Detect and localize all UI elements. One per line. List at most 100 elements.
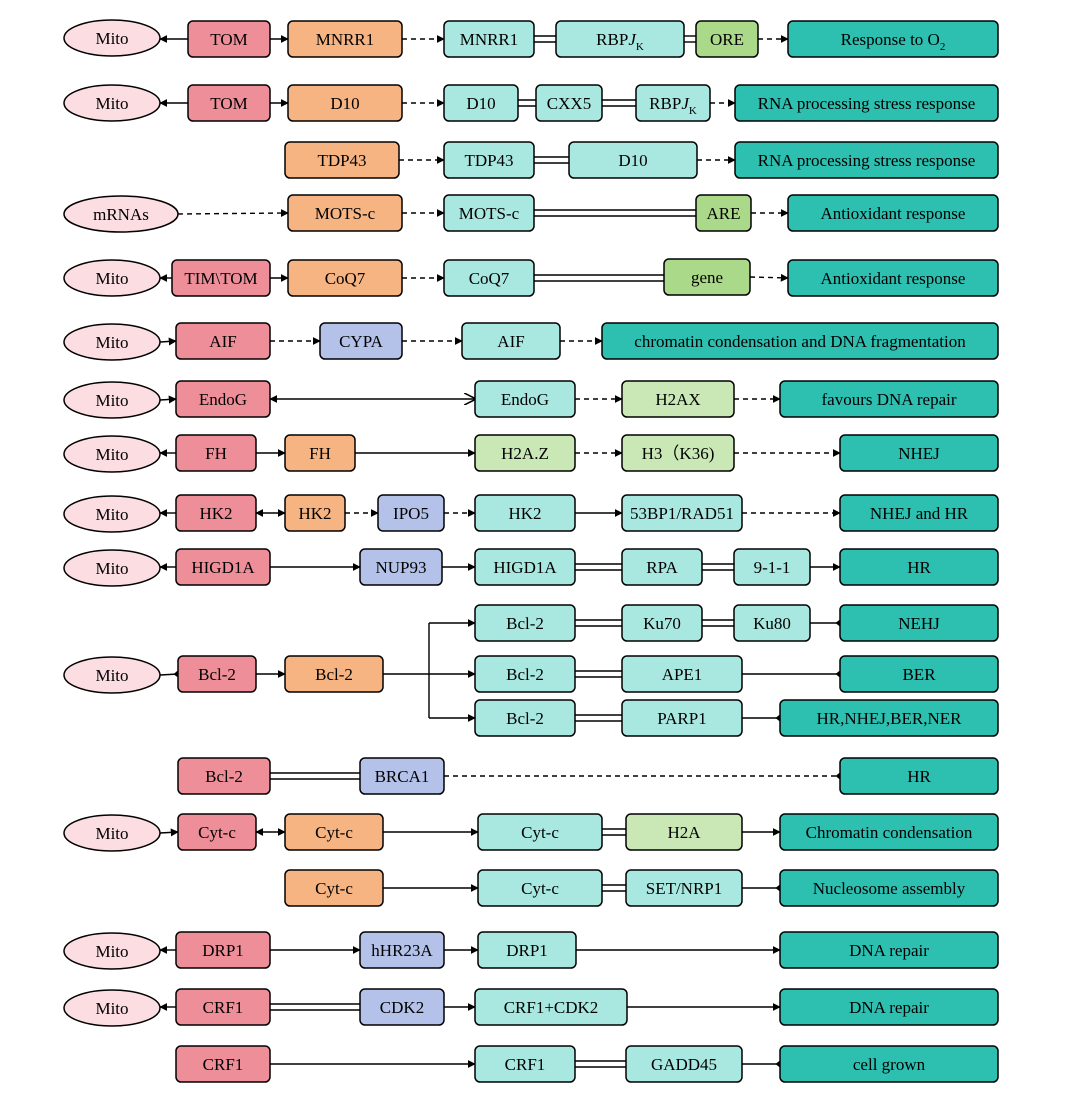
node-are: ARE (695, 194, 752, 232)
node-label: D10 (330, 94, 359, 113)
node-shape (474, 494, 576, 532)
node-mito: Mito (63, 495, 161, 533)
node-hk2-orange: HK2 (284, 494, 346, 532)
node-tim-tom: TIM\TOM (171, 259, 271, 297)
node-shape (287, 259, 403, 297)
node-shape (787, 20, 999, 58)
node-shape (443, 84, 519, 122)
node-label: DRP1 (202, 941, 244, 960)
node-shape (187, 20, 271, 58)
node-label: EndoG (501, 390, 549, 409)
node-nucleosome-assembly: Nucleosome assembly (779, 869, 999, 907)
node-shape (839, 548, 999, 586)
node-label: Bcl-2 (506, 614, 544, 633)
node-label: IPO5 (393, 504, 429, 523)
node-gadd45: GADD45 (625, 1045, 743, 1083)
node-crf1-cdk2: CRF1+CDK2 (474, 988, 628, 1026)
node-label: H2AX (655, 390, 700, 409)
node-label: NHEJ (898, 444, 940, 463)
node-tom: TOM (187, 20, 271, 58)
node-label: chromatin condensation and DNA fragmenta… (634, 332, 966, 351)
node-shape (839, 604, 999, 642)
node-shape (175, 322, 271, 360)
node-label: CRF1 (203, 998, 244, 1017)
node-ipo5: IPO5 (377, 494, 445, 532)
node-label: Cyt-c (315, 823, 353, 842)
node-label: CRF1 (505, 1055, 546, 1074)
node-cypa: CYPA (319, 322, 403, 360)
node-label: Mito (95, 269, 128, 288)
node-mnrr1: MNRR1 (443, 20, 535, 58)
node-cyt-c: Cyt-c (477, 869, 603, 907)
node-fh-orange: FH (284, 434, 356, 472)
node-shape (63, 195, 179, 233)
node-shape (839, 757, 999, 795)
node-53bp1-rad51: 53BP1/RAD51 (621, 494, 743, 532)
node-label: TOM (210, 30, 247, 49)
node-shape (474, 655, 576, 693)
node-endog: EndoG (175, 380, 271, 418)
node-label: MNRR1 (316, 30, 375, 49)
node-label: DNA repair (849, 998, 929, 1017)
node-rbpj: RBPJK (635, 84, 711, 122)
node-shape (287, 84, 403, 122)
node-label: Bcl-2 (315, 665, 353, 684)
node-label: CoQ7 (469, 269, 510, 288)
node-label: HIGD1A (493, 558, 557, 577)
node-shape (839, 655, 999, 693)
node-label: Ku80 (753, 614, 791, 633)
node-shape (733, 604, 811, 642)
node-shape (601, 322, 999, 360)
node-bcl-2: Bcl-2 (474, 699, 576, 737)
node-shape (359, 548, 443, 586)
node-shape (621, 548, 703, 586)
node-cyt-c: Cyt-c (177, 813, 257, 851)
node-bcl-2: Bcl-2 (474, 604, 576, 642)
node-label: RNA processing stress response (758, 94, 976, 113)
node-favours-dna-repair: favours DNA repair (779, 380, 999, 418)
node-chromatin-dna-fragmentation: chromatin condensation and DNA fragmenta… (601, 322, 999, 360)
node-mito: Mito (63, 381, 161, 419)
node-shape (177, 655, 257, 693)
node-shape (621, 604, 703, 642)
node-mrnas: mRNAs (63, 195, 179, 233)
node-label: Bcl-2 (198, 665, 236, 684)
node-mots-c: MOTS-c (443, 194, 535, 232)
node-shape (779, 699, 999, 737)
node-label: HR (907, 558, 931, 577)
node-shape (625, 1045, 743, 1083)
node-label: AIF (497, 332, 524, 351)
node-label: RBPJK (649, 94, 697, 117)
node-shape (787, 259, 999, 297)
node-mnrr1-orange: MNRR1 (287, 20, 403, 58)
node-label: TDP43 (464, 151, 513, 170)
node-antioxidant-response: Antioxidant response (787, 194, 999, 232)
node-shape (63, 549, 161, 587)
node-shape (171, 259, 271, 297)
node-shape (535, 84, 603, 122)
node-label: Antioxidant response (821, 204, 966, 223)
node-9-1-1: 9-1-1 (733, 548, 811, 586)
node-chromatin-condensation: Chromatin condensation (779, 813, 999, 851)
dashed-arrow (749, 273, 789, 282)
node-label: H3（K36) (642, 444, 715, 463)
node-shape (443, 20, 535, 58)
node-shape (177, 813, 257, 851)
node-label: D10 (618, 151, 647, 170)
node-label: ORE (710, 30, 744, 49)
node-label: RBPJK (596, 30, 644, 53)
node-shape (319, 322, 403, 360)
node-label: Mito (95, 666, 128, 685)
node-response-o2: Response to O2 (787, 20, 999, 58)
node-shape (621, 434, 735, 472)
node-higd1a: HIGD1A (474, 548, 576, 586)
node-label: Bcl-2 (506, 665, 544, 684)
node-label: Mito (95, 505, 128, 524)
node-crf1: CRF1 (175, 1045, 271, 1083)
node-label: 9-1-1 (754, 558, 791, 577)
node-shape (175, 548, 271, 586)
node-shape (787, 194, 999, 232)
node-shape (839, 494, 999, 532)
